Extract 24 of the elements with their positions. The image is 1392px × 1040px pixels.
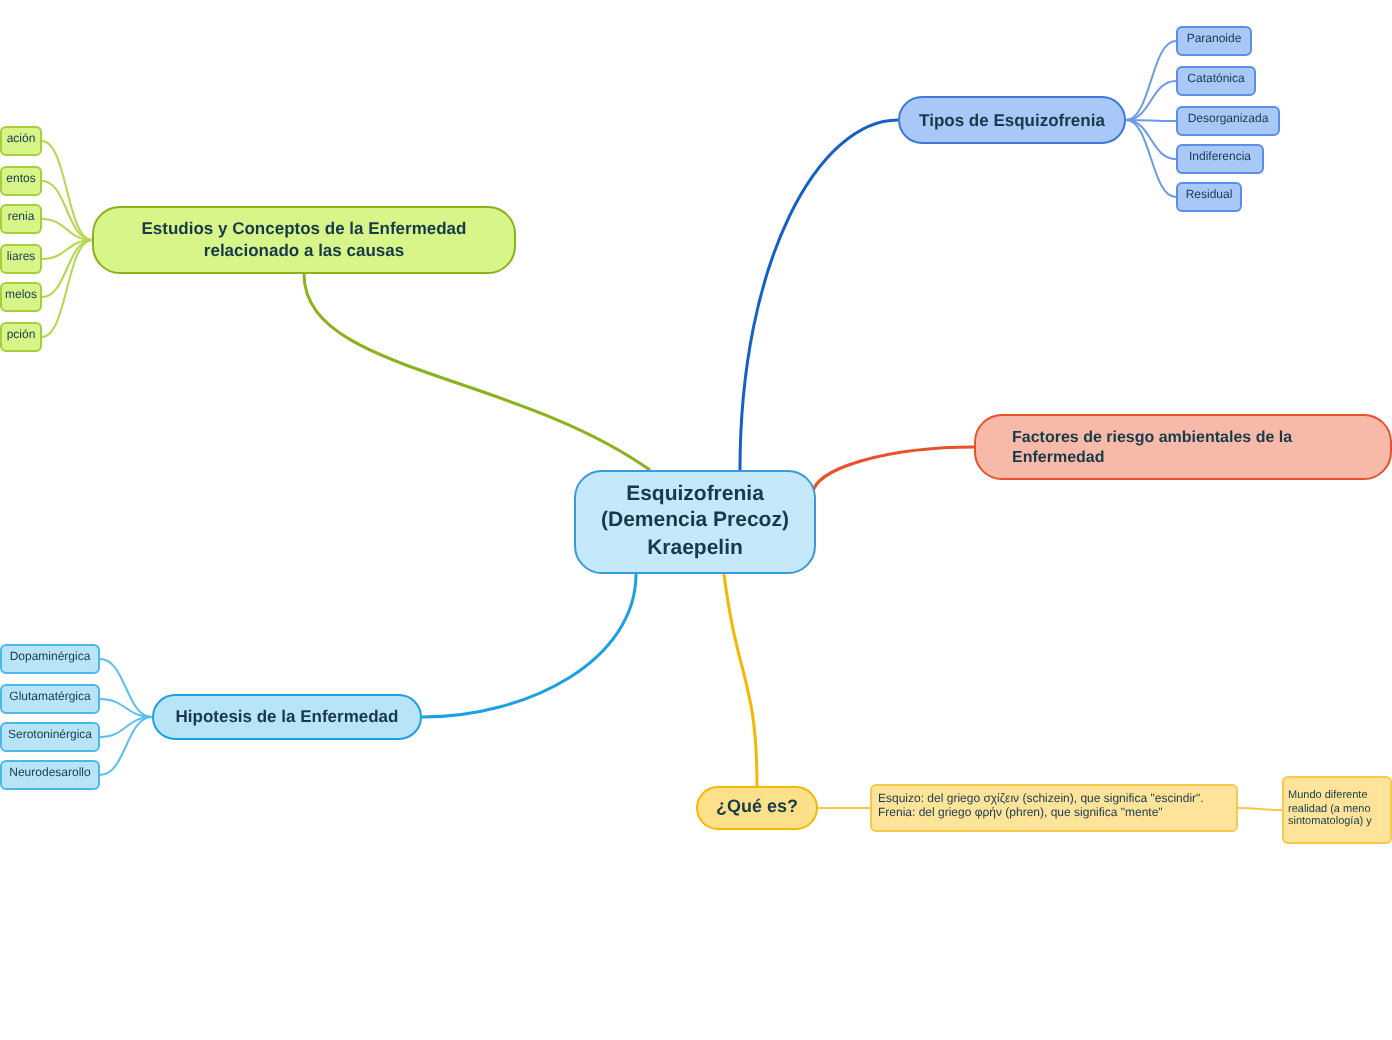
connector-line [99, 716, 153, 776]
connector-line [1125, 80, 1177, 121]
connector-line [41, 239, 93, 298]
connector-line [41, 239, 93, 338]
connector-line [1125, 119, 1177, 198]
connector-line [1125, 40, 1177, 121]
topic-box: Factores de riesgo ambientales de la Enfermedad [974, 414, 1392, 480]
connector-line [99, 658, 153, 718]
connector-line [738, 118, 899, 471]
connector-line [722, 573, 759, 787]
connector-line [41, 140, 93, 241]
topic-box: ¿Qué es? [696, 786, 818, 830]
topic-box: Hipotesis de la Enfermedad [152, 694, 422, 740]
connector-line [421, 573, 638, 719]
central-topic-box: Esquizofrenia (Demencia Precoz) Kraepelin [574, 470, 816, 574]
connector-line [302, 273, 651, 472]
connector-line [817, 807, 871, 809]
topic-box: Tipos de Esquizofrenia [898, 96, 1126, 144]
connector-line [1237, 807, 1283, 811]
connector-line [1125, 119, 1177, 160]
connector-line [99, 716, 153, 738]
connector-line [41, 180, 93, 241]
topic-box: Estudios y Conceptos de la Enfermedad relacionado a las causas [92, 206, 516, 274]
connector-line [41, 239, 93, 260]
